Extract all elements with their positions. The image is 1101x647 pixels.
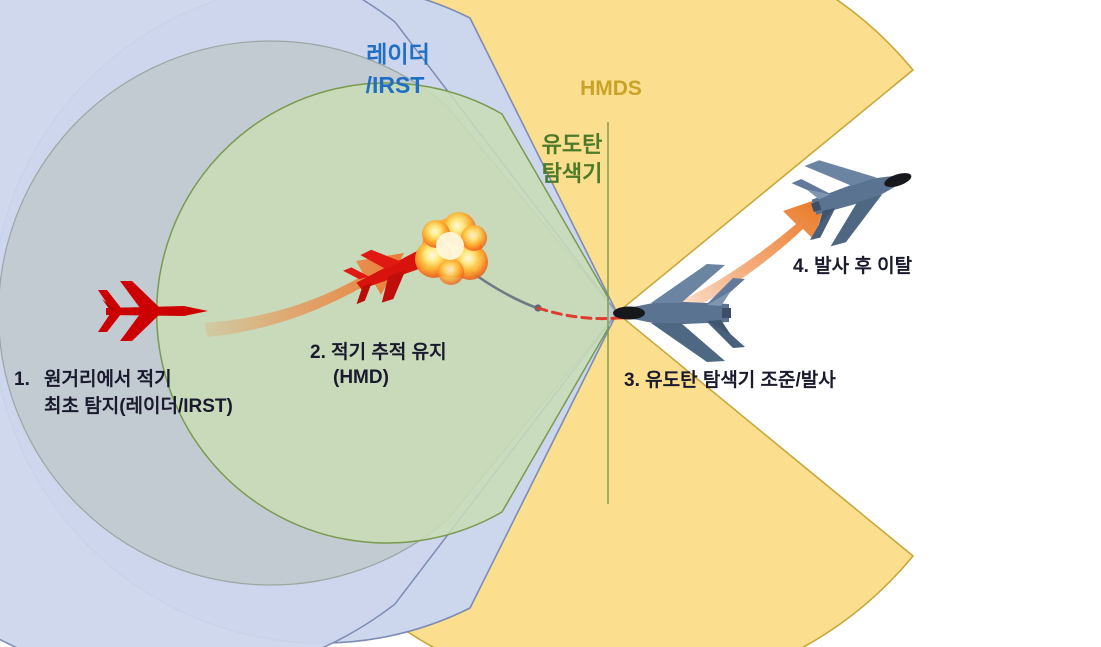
- seeker-label-line1: 유도탄: [542, 132, 603, 157]
- explosion-icon: [343, 212, 488, 305]
- step-1-line2: 최초 탐지(레이더/IRST): [44, 395, 233, 417]
- step-2-callout: 2. 적기 추적 유지 (HMD): [310, 341, 447, 388]
- radar-irst-label-line1: 레이더: [366, 41, 429, 67]
- step-4-callout: 4. 발사 후 이탈: [793, 255, 913, 277]
- step-4-line1: 4. 발사 후 이탈: [793, 255, 913, 277]
- f35-fighter-icon: [613, 264, 745, 362]
- step-1-line1: 원거리에서 적기: [44, 368, 172, 390]
- step-1-number: 1.: [14, 369, 30, 390]
- step-1-callout: 1. 원거리에서 적기 최초 탐지(레이더/IRST): [14, 368, 233, 417]
- hmds-label: HMDS: [580, 77, 642, 100]
- enemy-fighter-icon: [98, 281, 208, 341]
- step-2-line1: 2. 적기 추적 유지: [310, 341, 447, 363]
- seeker-wedge-outline: [607, 122, 609, 504]
- step-3-callout: 3. 유도탄 탐색기 조준/발사: [624, 369, 836, 391]
- f35-departing-icon: [791, 160, 912, 247]
- seeker-label-line2: 탐색기: [542, 161, 603, 186]
- egress-arrow-icon: [664, 196, 827, 320]
- radar-irst-label-line2: /IRST: [366, 72, 425, 98]
- step-2-line2: (HMD): [333, 367, 389, 388]
- step-3-line1: 3. 유도탄 탐색기 조준/발사: [624, 369, 836, 391]
